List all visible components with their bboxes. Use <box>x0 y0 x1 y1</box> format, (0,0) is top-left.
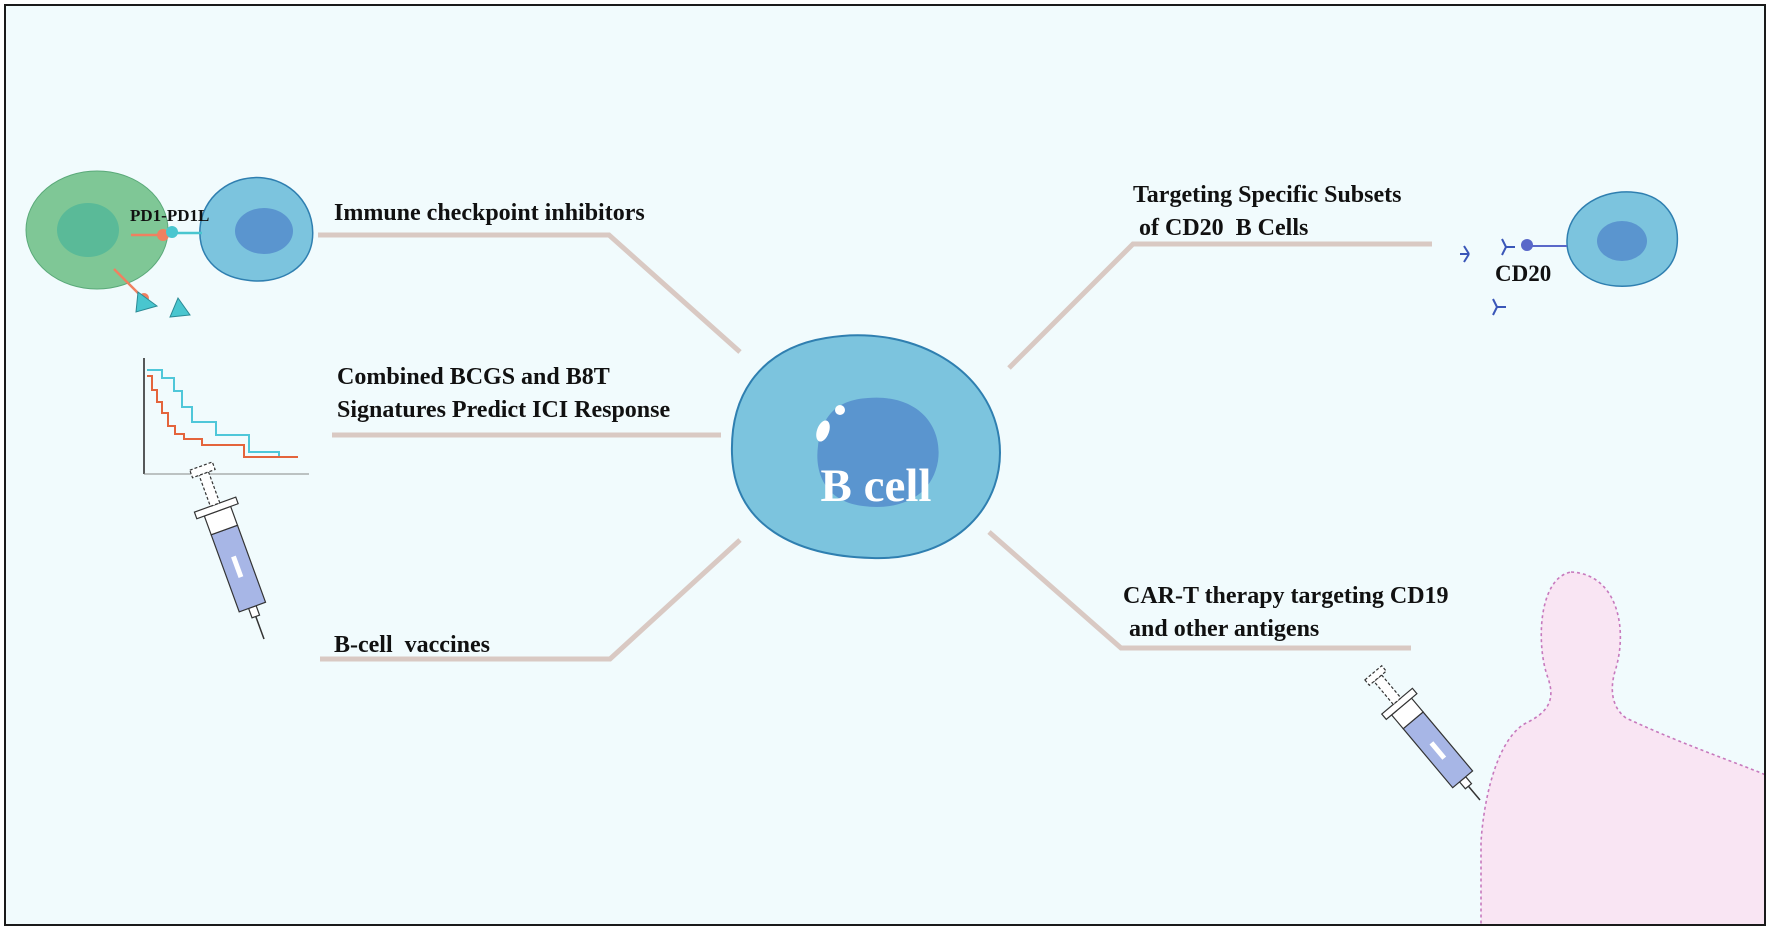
cd20-label-line2: of CD20 B Cells <box>1133 215 1308 241</box>
nucleus-highlight-large <box>816 420 830 442</box>
connector-vaccines <box>320 538 742 662</box>
signatures-label-line2: Signatures Predict ICI Response <box>337 397 670 423</box>
checkpoint-label: Immune checkpoint inhibitors <box>334 200 645 226</box>
tumor-nucleus <box>57 203 119 257</box>
patient-silhouette <box>1480 571 1764 924</box>
km-curve-low <box>147 375 298 458</box>
nucleus-highlight-small <box>835 405 845 415</box>
figure-frame: B cell PD1-PD1L Immune checkpoint inhibi… <box>4 4 1766 926</box>
cd20-label-line1: Targeting Specific Subsets <box>1133 182 1401 208</box>
b-cell-nucleus <box>817 397 939 507</box>
immune-nucleus <box>235 208 293 254</box>
syringe-icon <box>189 461 267 640</box>
center-label: B cell <box>821 460 932 512</box>
soluble-ligand-2 <box>169 296 191 318</box>
km-curve-high <box>147 369 298 458</box>
antibody-icon <box>1460 238 1515 316</box>
signatures-label-line1: Combined BCGS and B8T <box>337 364 610 390</box>
pd1-pdl1-label: PD1-PD1L <box>130 206 209 225</box>
vaccines-label: B-cell vaccines <box>334 632 490 658</box>
connector-checkpoint <box>318 232 742 354</box>
tumor-cell-and-b-cell-icon <box>25 170 314 318</box>
cd20-icon-label: CD20 <box>1495 261 1551 286</box>
connector-cd20 <box>1007 241 1432 370</box>
syringe-glare <box>231 555 244 579</box>
cd20-b-cell-nucleus <box>1597 221 1647 261</box>
survival-curve-icon <box>143 358 309 475</box>
cart-label-line2: and other antigens <box>1123 616 1319 642</box>
syringe-plunger-rod <box>198 471 221 508</box>
pdl1-ligand <box>166 226 178 238</box>
connector-cart <box>987 530 1411 651</box>
soluble-ligand-1 <box>135 291 159 313</box>
cart-label-line1: CAR-T therapy targeting CD19 <box>1123 583 1449 609</box>
connectors <box>318 232 1432 662</box>
patient-injection-icon <box>1364 571 1764 924</box>
cart-syringe-icon <box>1364 664 1481 801</box>
central-b-cell: B cell <box>730 334 1001 560</box>
syringe-needle <box>255 616 265 640</box>
cd20-receptor-head <box>1521 239 1533 251</box>
b-cell-with-antibodies-icon <box>1460 191 1679 316</box>
b-cell-therapy-diagram: B cell PD1-PD1L Immune checkpoint inhibi… <box>25 170 1764 924</box>
